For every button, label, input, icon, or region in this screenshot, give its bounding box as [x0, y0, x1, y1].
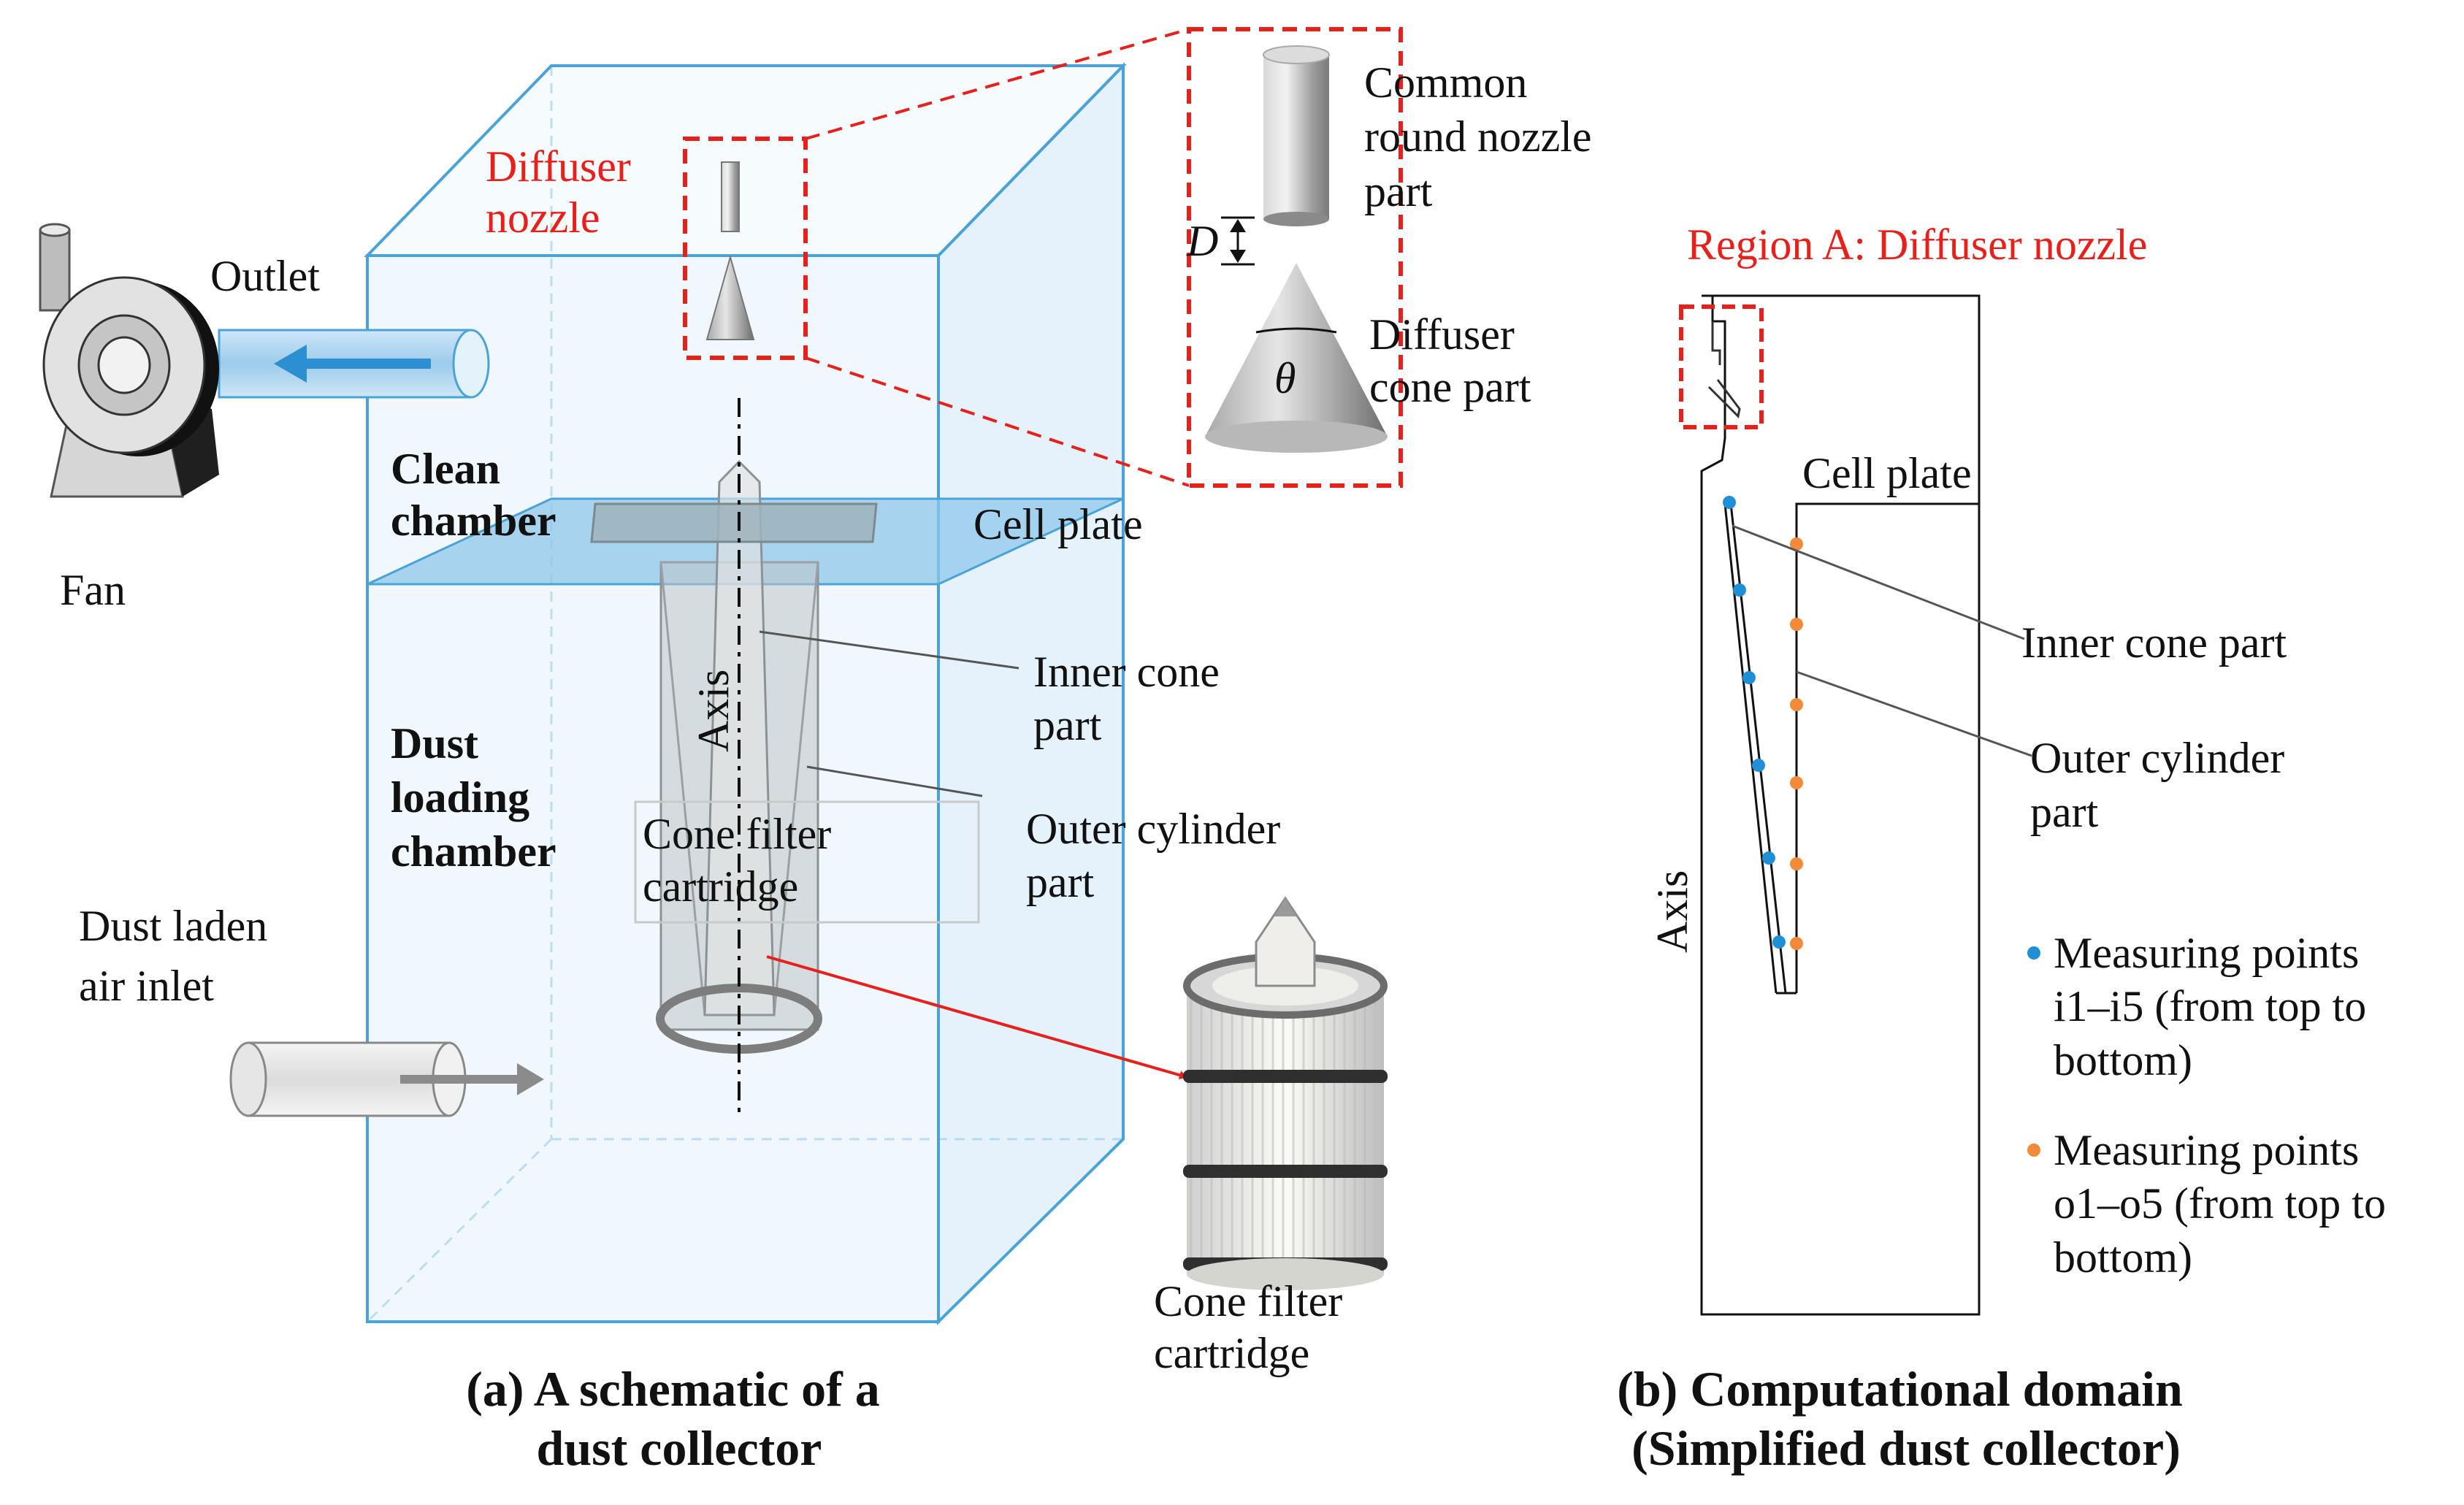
- label-diffuser-cone-part: Diffuser cone part: [1369, 310, 1531, 411]
- caption-a: (a) A schematic of a dust collector: [466, 1361, 892, 1476]
- diffuser-nozzle-schematic: [705, 161, 755, 340]
- legend-marker-inner: [2027, 946, 2040, 960]
- cell-plate-outline: [1795, 502, 1979, 993]
- region-a-box: [1679, 305, 1764, 429]
- point-i6: [1772, 935, 1786, 949]
- computational-domain-outline: [1700, 294, 1981, 1316]
- legend: Measuring points i1–i5 (from top to bott…: [2027, 929, 2397, 1282]
- label-common-round-nozzle-part: Common round nozzle part: [1364, 58, 1603, 215]
- measuring-points-outer: [1790, 537, 1803, 950]
- label-outer-cylinder-part-a: Outer cylinder part: [1026, 805, 1291, 906]
- legend-marker-outer: [2027, 1144, 2040, 1157]
- point-o2: [1790, 618, 1803, 631]
- point-o6: [1790, 937, 1803, 950]
- label-diffuser-nozzle: Diffuser nozzle: [486, 142, 642, 242]
- point-i4: [1752, 759, 1765, 772]
- cone-filter-cartridge-photo: [1183, 896, 1388, 1290]
- point-i3: [1742, 671, 1756, 684]
- caption-b: (b) Computational domain (Simplified dus…: [1617, 1361, 2195, 1476]
- legend-inner-text: Measuring points i1–i5 (from top to bott…: [2054, 929, 2377, 1084]
- panel-b: Region A: Diffuser nozzle: [1617, 221, 2397, 1476]
- label-cone-filter-cartridge-photo: Cone filter cartridge: [1154, 1277, 1353, 1377]
- panel-a: Diffuser nozzle Outlet Fan Clean chamber…: [39, 27, 1603, 1476]
- box-top-face: [364, 64, 1127, 257]
- nozzle-highlight-box: [683, 137, 808, 360]
- leader-lines-a: [759, 630, 1019, 797]
- legend-outer-text: Measuring points o1–o5 (from top to bott…: [2054, 1126, 2397, 1282]
- label-dust-laden-air-inlet: Dust laden air inlet: [79, 902, 278, 1010]
- label-outlet: Outlet: [210, 252, 320, 300]
- label-clean-chamber: Clean chamber: [391, 445, 556, 545]
- photo-pointer-arrow: [766, 955, 1188, 1080]
- label-cell-plate-a: Cell plate: [973, 500, 1143, 548]
- point-i5: [1762, 851, 1775, 865]
- point-o3: [1790, 698, 1803, 711]
- zoom-lines: [805, 28, 1190, 487]
- point-i2: [1733, 583, 1746, 597]
- cartridge-label-frame: [634, 800, 980, 924]
- label-outer-cylinder-part-b: Outer cylinder part: [2030, 734, 2295, 836]
- nozzle-geometry: [1707, 321, 1741, 419]
- measuring-points-inner: [1723, 496, 1786, 949]
- fan-icon: [39, 223, 219, 498]
- label-region-a: Region A: Diffuser nozzle: [1687, 221, 2147, 269]
- label-inner-cone-part-a: Inner cone part: [1033, 648, 1231, 749]
- label-D: D: [1186, 217, 1218, 265]
- label-fan: Fan: [60, 566, 126, 614]
- label-axis-a: Axis: [689, 670, 738, 752]
- label-inner-cone-part-b: Inner cone part: [2021, 619, 2287, 667]
- gap-dimension: [1221, 216, 1255, 266]
- label-cone-filter-cartridge-inside: Cone filter cartridge: [643, 810, 842, 911]
- inlet-pipe: [229, 1041, 544, 1117]
- point-o4: [1790, 776, 1803, 789]
- label-cell-plate-b: Cell plate: [1802, 449, 1972, 497]
- inner-cone-line: [1723, 503, 1797, 995]
- point-o5: [1790, 857, 1803, 870]
- label-dust-loading-chamber: Dust loading chamber: [391, 719, 556, 876]
- label-theta: θ: [1274, 354, 1296, 402]
- label-axis-b: Axis: [1648, 870, 1696, 953]
- point-o1: [1790, 537, 1803, 551]
- inset-nozzle-detail: [1187, 27, 1403, 488]
- point-i1: [1723, 496, 1736, 509]
- outlet-pipe: [218, 329, 490, 399]
- leader-lines-b: [1732, 524, 2032, 757]
